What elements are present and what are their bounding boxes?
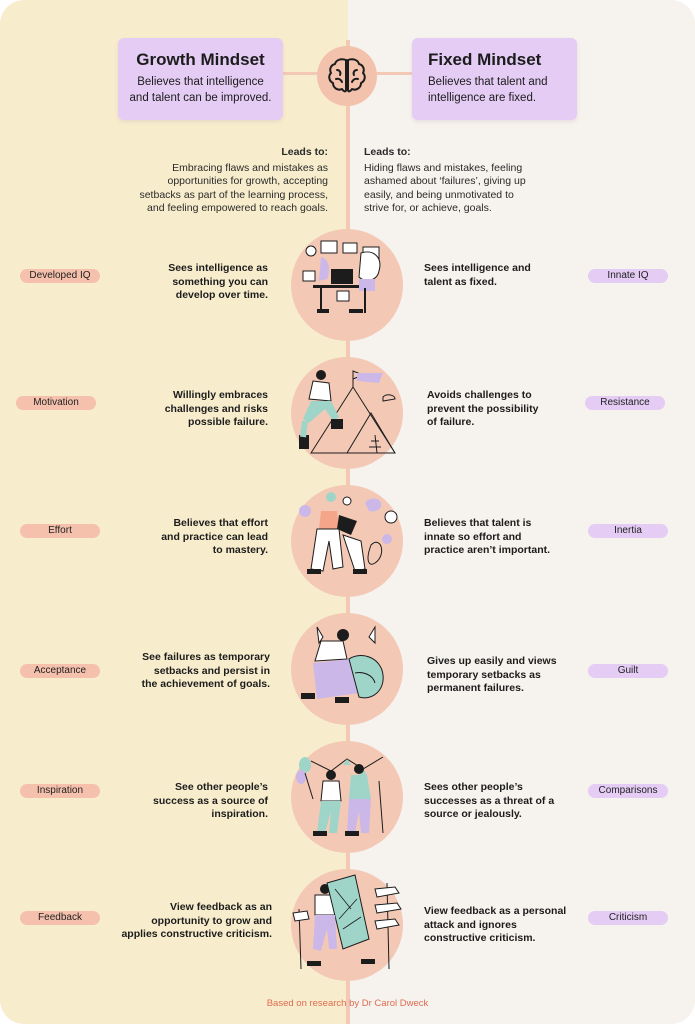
text-line: something you can [172,275,268,288]
pill-inertia: Inertia [588,524,668,538]
map-reader-illustration [291,869,403,981]
footer-credit: Based on research by Dr Carol Dweck [266,998,429,1009]
row-growth-text: Believes that effort and practice can le… [116,517,268,558]
growth-desc-line: and talent can be improved. [129,92,272,104]
text-line: prevent the possibility [427,402,539,415]
growth-background [0,0,348,1024]
text-line: Believes that talent is [424,517,532,529]
pill-criticism: Criticism [588,911,668,925]
row-fixed-text: Gives up easily and views temporary setb… [427,655,577,696]
fixed-leads-line: ashamed about ‘failures’, giving up [364,175,526,187]
text-line: setbacks and persist in [153,664,270,677]
text-line: attack and ignores [424,918,517,931]
text-line: to mastery. [212,544,268,556]
fixed-leads-to: Leads to: Hiding flaws and mistakes, fee… [364,146,574,216]
text-line: innate so effort and [424,530,522,543]
text-line: of failure. [427,416,475,428]
growth-description: Believes that intelligence and talent ca… [118,74,283,106]
falling-person-illustration [291,613,403,725]
pill-inspiration: Inspiration [20,784,100,798]
row-fixed-text: Avoids challenges to prevent the possibi… [427,389,577,430]
fixed-leads-line: strive for, or achieve, goals. [364,202,492,214]
text-line: practice aren’t important. [424,544,551,556]
fixed-leads-label: Leads to: [364,146,411,158]
text-line: See other people’s [175,781,268,793]
text-line: challenges and risks [164,402,268,415]
growth-header: Growth Mindset Believes that intelligenc… [118,38,283,120]
text-line: permanent failures. [427,682,524,694]
row-growth-text: See failures as temporary setbacks and p… [110,651,270,692]
dancers-illustration [291,485,403,597]
growth-leads-to: Leads to: Embracing flaws and mistakes a… [128,146,328,216]
connector-left [283,72,323,75]
row-growth-text: See other people’s success as a source o… [116,781,268,822]
fixed-leads-line: Hiding flaws and mistakes, feeling [364,161,523,174]
text-line: Gives up easily and views [427,655,557,667]
row-fixed-text: Believes that talent is innate so effort… [424,517,574,558]
growth-leads-label: Leads to: [281,146,328,158]
pill-resistance: Resistance [585,396,665,410]
pill-acceptance: Acceptance [20,664,100,678]
growth-leads-line: opportunities for growth, accepting [167,175,328,187]
row-growth-text: Willingly embraces challenges and risks … [116,389,268,430]
text-line: success as a source of [153,794,268,807]
growth-desc-line: Believes that intelligence [137,76,264,88]
row-fixed-text: Sees other people’s successes as a threa… [424,781,574,822]
text-line: temporary setbacks as [427,668,541,681]
pill-effort: Effort [20,524,100,538]
pill-motivation: Motivation [16,396,96,410]
text-line: talent as fixed. [424,275,497,288]
text-line: See failures as temporary [142,651,270,663]
text-line: inspiration. [211,808,268,820]
mountain-climber-illustration [291,357,403,469]
text-line: develop over time. [175,289,268,301]
text-line: View feedback as an [170,901,272,913]
pill-guilt: Guilt [588,664,668,678]
pill-feedback: Feedback [20,911,100,925]
fixed-title: Fixed Mindset [428,50,542,69]
row-growth-text: View feedback as an opportunity to grow … [110,901,272,942]
text-line: applies constructive criticism. [121,928,272,940]
text-line: constructive criticism. [424,932,536,944]
fixed-leads-line: easily, and being unmotivated to [364,188,514,201]
fixed-header: Fixed Mindset Believes that talent and i… [412,38,577,120]
fixed-description: Believes that talent and intelligence ar… [428,74,548,106]
fixed-desc-line: intelligence are fixed. [428,92,537,104]
text-line: the achievement of goals. [141,678,270,690]
text-line: Believes that effort [173,517,268,529]
text-line: Sees other people’s [424,781,523,793]
text-line: Sees intelligence and [424,262,531,274]
text-line: Avoids challenges to [427,389,532,401]
growth-title: Growth Mindset [136,50,265,69]
laptop-illustration [291,229,403,341]
celebration-illustration [291,741,403,853]
text-line: source or jealously. [424,808,522,820]
brain-icon [317,46,377,106]
text-line: and practice can lead [161,530,268,543]
text-line: Willingly embraces [172,389,268,401]
text-line: possible failure. [188,416,268,428]
fixed-desc-line: Believes that talent and [428,76,548,88]
fixed-background [348,0,695,1024]
growth-leads-line: and feeling empowered to reach goals. [147,202,328,214]
text-line: opportunity to grow and [151,914,272,927]
pill-comparisons: Comparisons [588,784,668,798]
growth-leads-line: setbacks as part of the learning process… [139,188,328,201]
row-fixed-text: Sees intelligence and talent as fixed. [424,262,574,289]
row-fixed-text: View feedback as a personal attack and i… [424,905,574,946]
pill-developed-iq: Developed IQ [20,269,100,283]
text-line: Sees intelligence as [168,262,268,274]
growth-leads-line: Embracing flaws and mistakes as [172,161,328,174]
text-line: successes as a threat of a [424,794,555,807]
text-line: View feedback as a personal [424,905,567,917]
connector-right [372,72,414,75]
row-growth-text: Sees intelligence as something you can d… [116,262,268,303]
pill-innate-iq: Innate IQ [588,269,668,283]
